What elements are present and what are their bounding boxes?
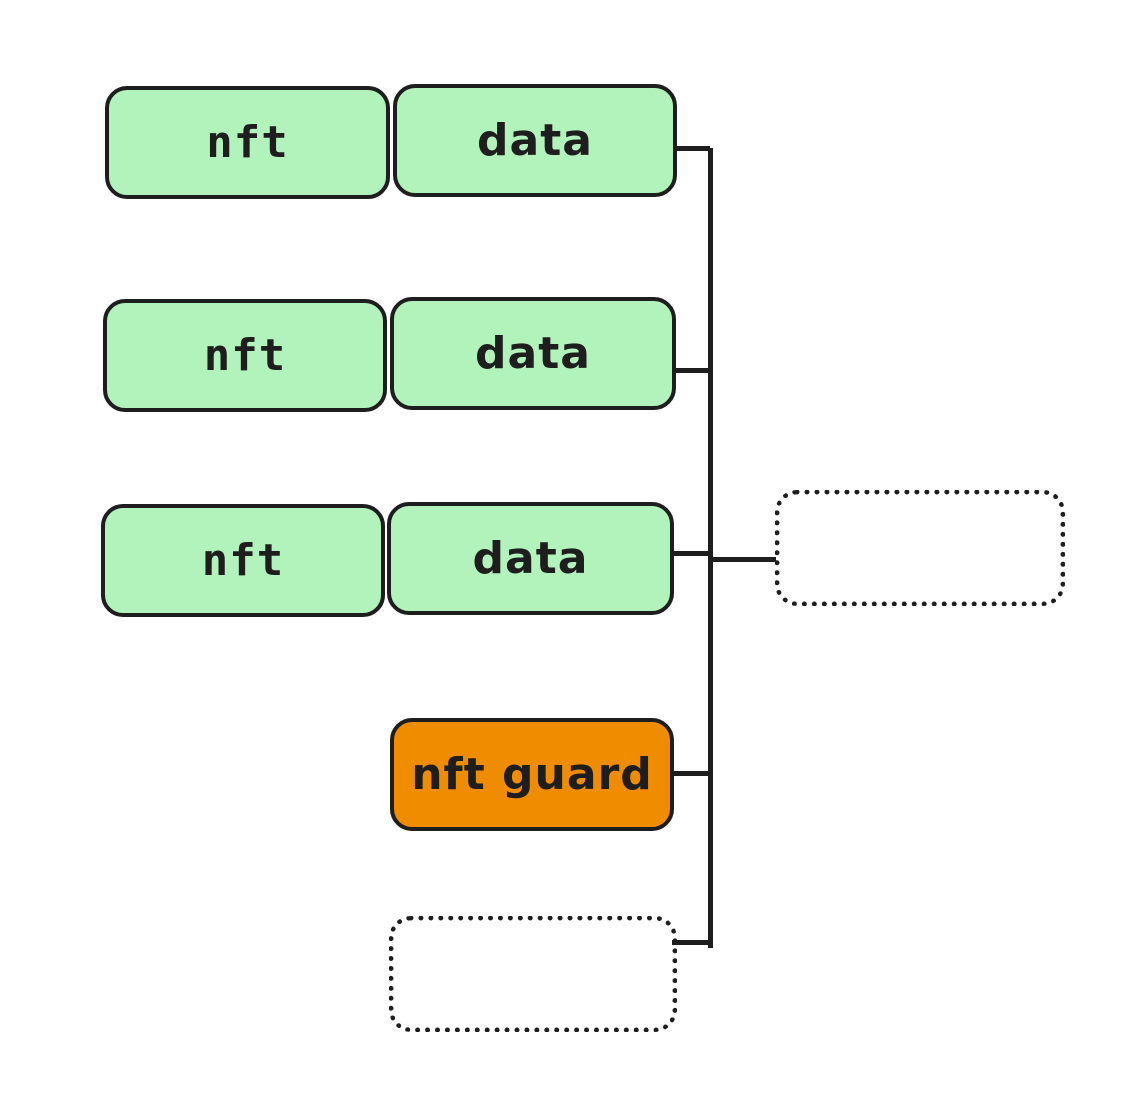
empty-placeholder-box-right [775, 490, 1065, 606]
nft-label: nft [201, 535, 285, 586]
branch-to-right-placeholder [712, 557, 776, 562]
data-label: data [475, 328, 591, 379]
nft-box: nft [105, 86, 390, 199]
nft-guard-box: nft guard [390, 718, 674, 831]
data-label: data [477, 115, 593, 166]
nft-box: nft [103, 299, 387, 412]
nft-box: nft [101, 504, 385, 617]
nft-label: nft [203, 330, 287, 381]
guard-connector [674, 771, 710, 776]
row-3-connector [674, 551, 710, 556]
nft-label: nft [206, 117, 289, 168]
data-box: data [387, 502, 674, 615]
nft-guard-label: nft guard [411, 749, 653, 800]
vertical-connector-line [708, 148, 713, 948]
bottom-placeholder-connector [672, 940, 710, 945]
empty-placeholder-box-bottom [389, 916, 677, 1032]
data-box: data [393, 84, 677, 197]
data-label: data [472, 533, 589, 584]
data-box: data [390, 297, 676, 410]
row-2-connector [676, 368, 710, 373]
row-1-connector [677, 146, 710, 151]
